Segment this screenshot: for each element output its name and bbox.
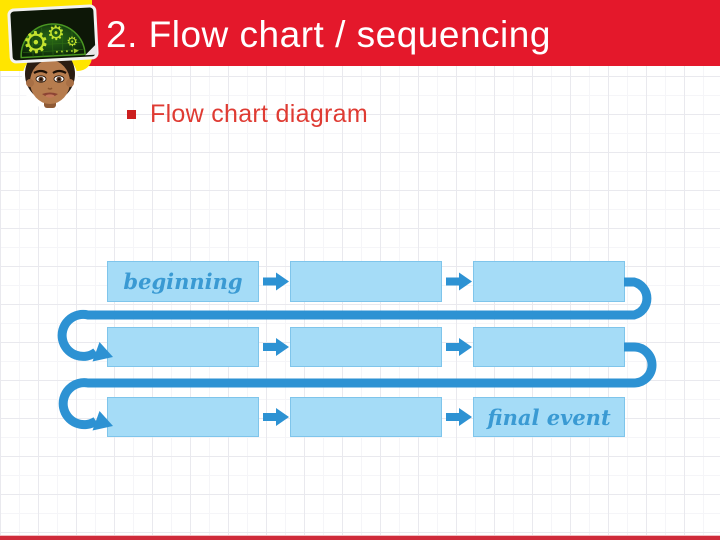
flow-arrow-icon xyxy=(446,408,472,426)
flow-box xyxy=(290,261,442,302)
bullet-text: Flow chart diagram xyxy=(150,100,368,128)
dotted-arrow-icon xyxy=(55,48,79,54)
gear-icon: ⚙ xyxy=(46,20,65,45)
flow-arrow-icon xyxy=(446,338,472,356)
header-bar: 2. Flow chart / sequencing xyxy=(0,0,720,66)
flow-box xyxy=(107,397,259,437)
flow-arrow-icon xyxy=(263,338,289,356)
bullet-item: Flow chart diagram xyxy=(127,100,368,129)
folded-corner xyxy=(85,43,98,56)
gear-icon: ⚙ xyxy=(22,25,51,61)
bullet-square-icon xyxy=(127,110,136,119)
page-title: 2. Flow chart / sequencing xyxy=(106,14,551,55)
pupil xyxy=(39,78,43,81)
bottom-accent-line xyxy=(0,535,720,540)
flow-arrow-icon xyxy=(263,272,289,291)
flow-box-label: final event xyxy=(487,404,611,430)
flow-box xyxy=(290,397,442,437)
brain-dome xyxy=(20,23,86,59)
nose xyxy=(47,87,53,90)
chip-brain-panel: ⚙ ⚙ ⚙ xyxy=(7,4,99,64)
lower-lip xyxy=(45,94,55,98)
eyebrow xyxy=(52,69,67,74)
pupil xyxy=(57,78,61,81)
flow-box xyxy=(473,261,625,302)
ear xyxy=(66,79,74,87)
flow-box xyxy=(107,327,259,367)
flow-arrow-icon xyxy=(446,272,472,291)
gear-icon: ⚙ xyxy=(66,35,78,51)
dome-grid xyxy=(22,24,83,58)
flow-box-label: beginning xyxy=(123,269,243,294)
flow-box: final event xyxy=(473,397,625,437)
flow-arrow-icon xyxy=(263,408,289,426)
ear xyxy=(26,79,34,87)
avatar-graphic: ⚙ ⚙ ⚙ xyxy=(7,4,99,109)
flow-box: beginning xyxy=(107,261,259,302)
flow-box xyxy=(473,327,625,367)
eyebrow xyxy=(33,69,48,74)
flow-box xyxy=(290,327,442,367)
avatar: ⚙ ⚙ ⚙ xyxy=(0,0,112,112)
